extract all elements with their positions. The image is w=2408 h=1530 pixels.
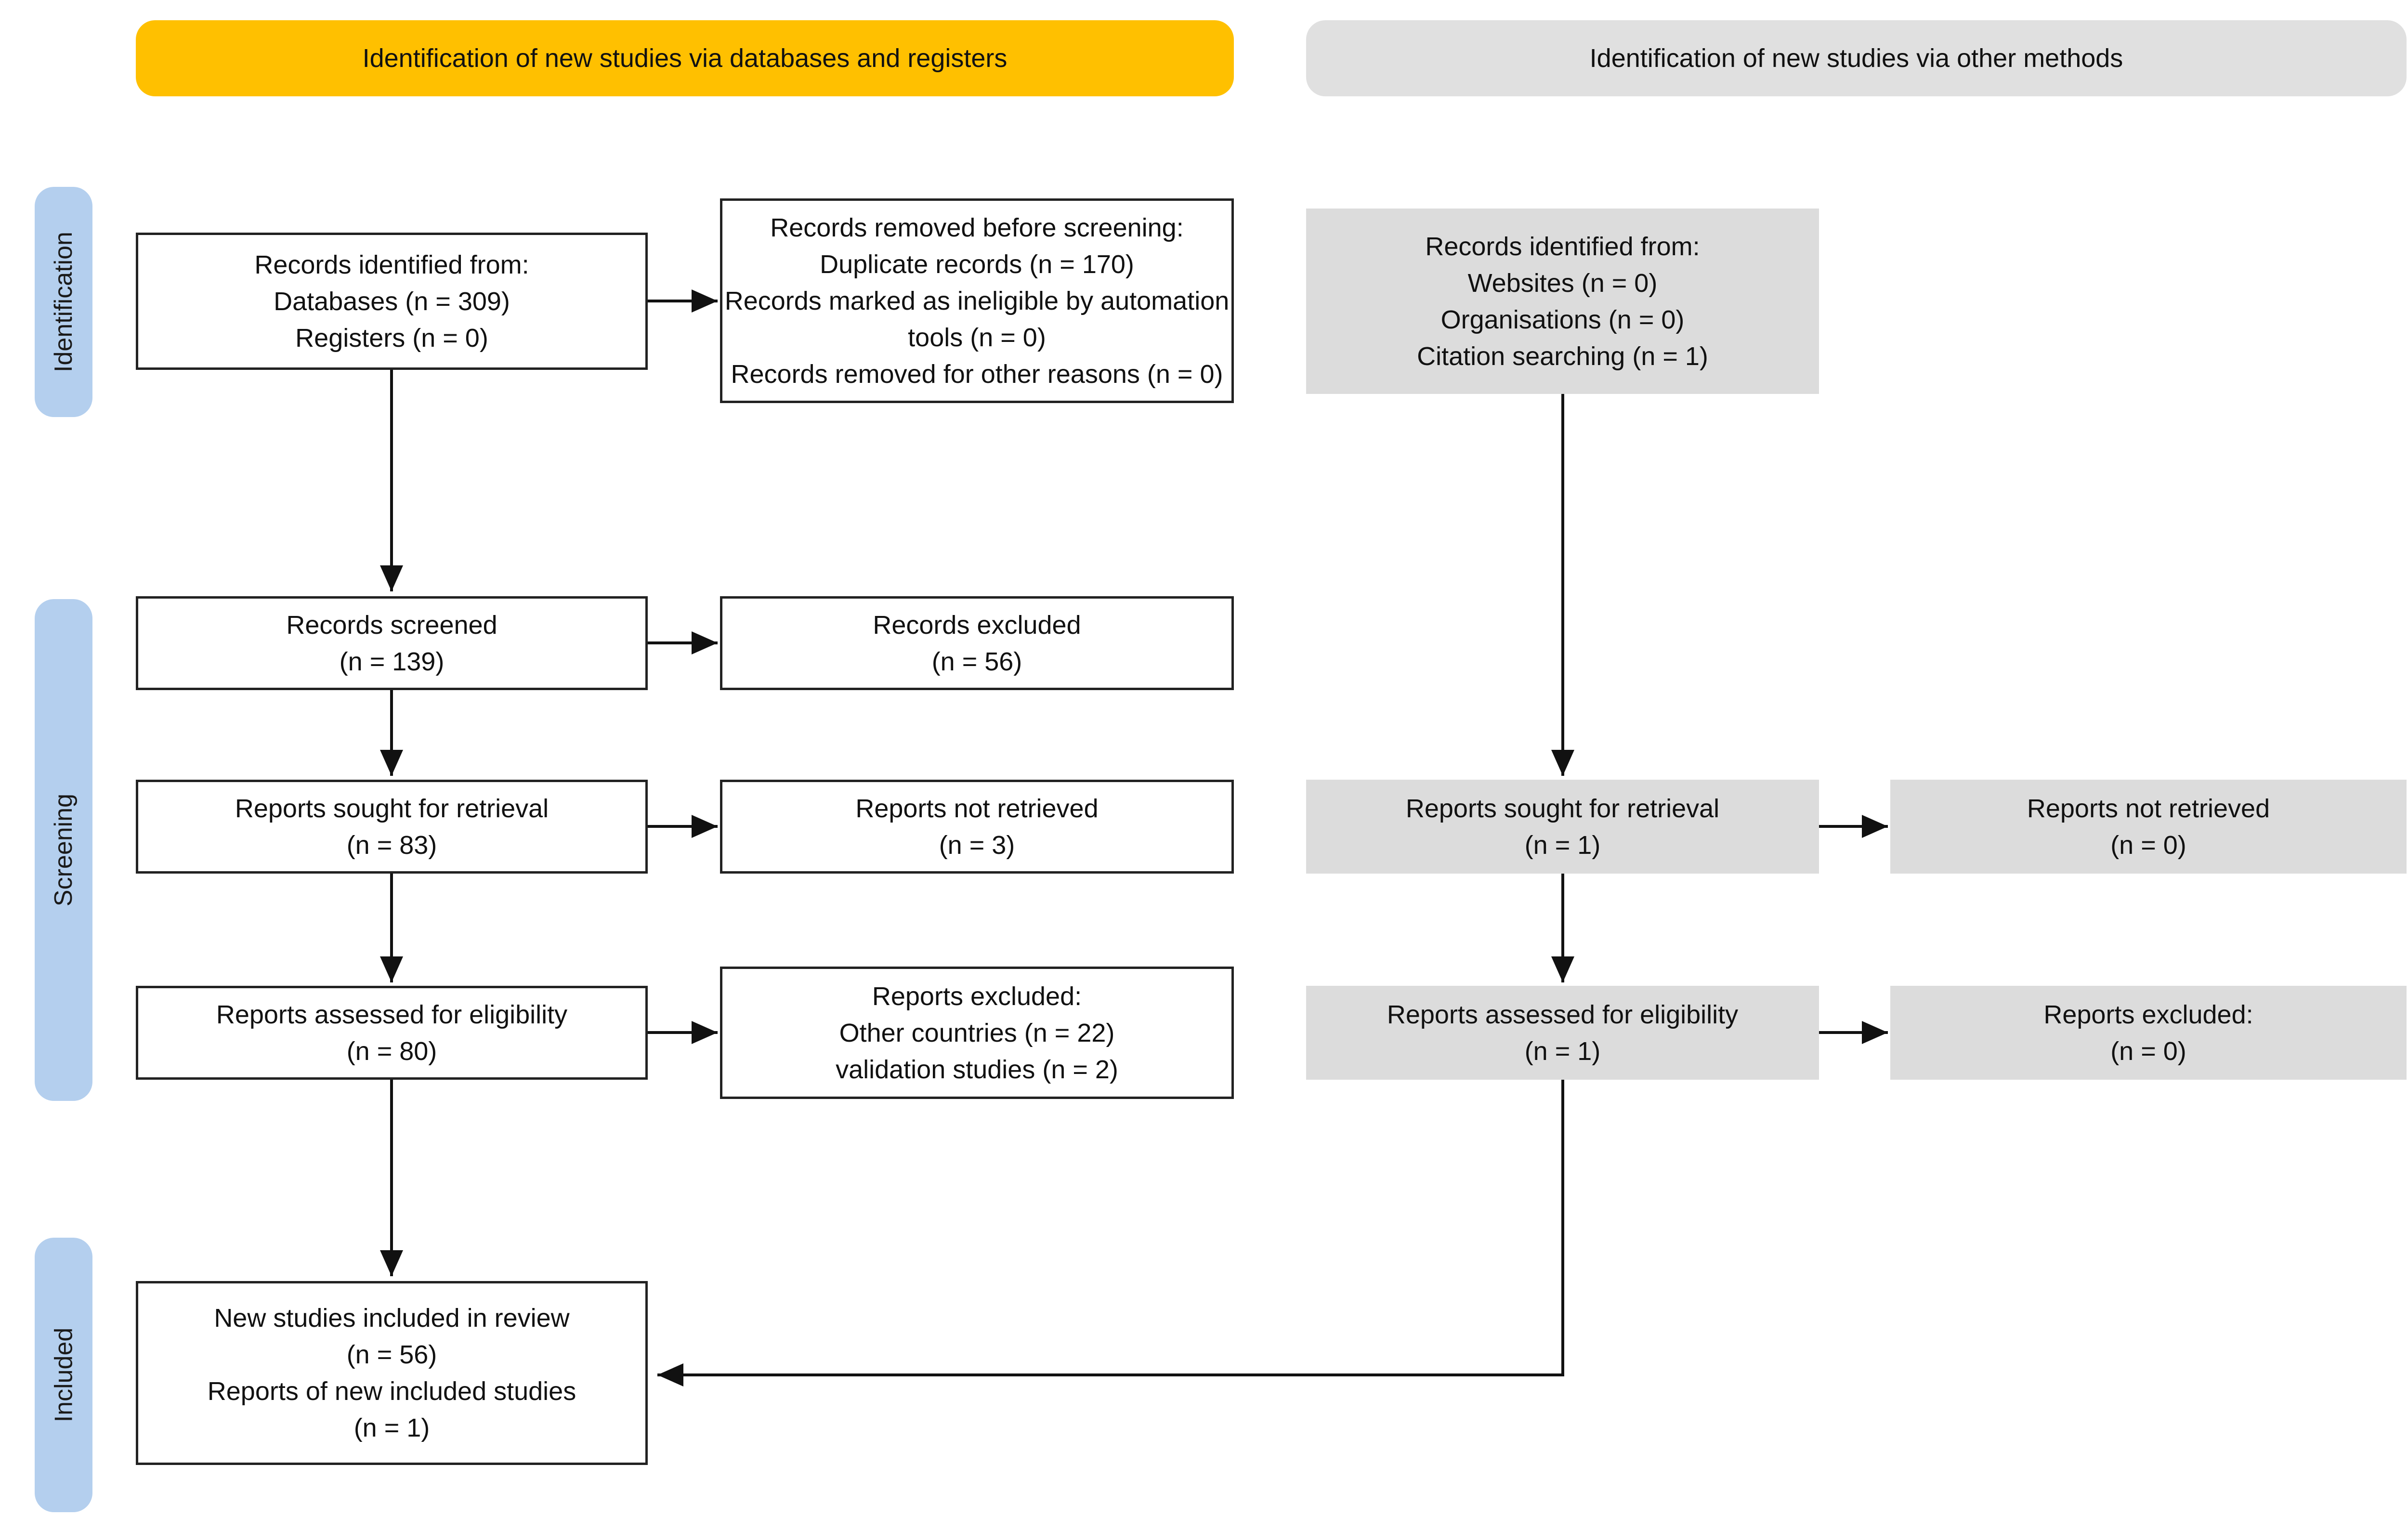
header-other-label: Identification of new studies via other … [1589, 44, 2123, 73]
other-not-retrieved-line-1: Reports not retrieved [2027, 794, 2270, 823]
db-reports-excluded-line-1: Reports excluded: [872, 981, 1082, 1011]
db-reports-sought: Reports sought for retrieval (n = 83) [136, 780, 648, 874]
db-reports-excluded-line-2: Other countries (n = 22) [839, 1018, 1115, 1047]
phase-screening: Screening [35, 599, 92, 1101]
other-excluded-line-2: (n = 0) [2110, 1036, 2186, 1066]
header-databases: Identification of new studies via databa… [136, 20, 1234, 96]
db-reports-not-retrieved: Reports not retrieved (n = 3) [720, 780, 1234, 874]
other-records-identified: Records identified from: Websites (n = 0… [1306, 209, 1819, 394]
other-reports-assessed: Reports assessed for eligibility (n = 1) [1306, 986, 1819, 1080]
other-identified-line-4: Citation searching (n = 1) [1417, 341, 1708, 371]
phase-identification: Identification [35, 187, 92, 417]
db-not-retrieved-line-2: (n = 3) [939, 830, 1015, 860]
db-removed-line-5: Records removed for other reasons (n = 0… [731, 359, 1223, 389]
db-removed-line-2: Duplicate records (n = 170) [820, 249, 1134, 279]
db-reports-assessed: Reports assessed for eligibility (n = 80… [136, 986, 648, 1080]
header-other-methods: Identification of new studies via other … [1306, 20, 2407, 96]
db-sought-line-1: Reports sought for retrieval [235, 794, 549, 823]
db-sought-line-2: (n = 83) [346, 830, 437, 860]
db-not-retrieved-line-1: Reports not retrieved [855, 794, 1099, 823]
db-reports-excluded-line-3: validation studies (n = 2) [836, 1055, 1118, 1084]
db-studies-included: New studies included in review (n = 56) … [136, 1281, 648, 1465]
other-reports-sought: Reports sought for retrieval (n = 1) [1306, 780, 1819, 874]
db-included-line-2: (n = 56) [346, 1340, 437, 1369]
db-reports-excluded: Reports excluded: Other countries (n = 2… [720, 967, 1234, 1099]
db-included-line-3: Reports of new included studies [207, 1377, 576, 1406]
db-records-excluded: Records excluded (n = 56) [720, 596, 1234, 690]
db-assessed-line-2: (n = 80) [346, 1036, 437, 1066]
other-identified-line-3: Organisations (n = 0) [1440, 305, 1685, 334]
db-excluded-line-1: Records excluded [873, 610, 1081, 640]
db-screened-line-2: (n = 139) [339, 647, 445, 676]
other-identified-line-2: Websites (n = 0) [1467, 268, 1658, 298]
header-databases-label: Identification of new studies via databa… [362, 44, 1008, 73]
db-records-screened: Records screened (n = 139) [136, 596, 648, 690]
db-removed-line-1: Records removed before screening: [770, 213, 1184, 242]
other-not-retrieved-line-2: (n = 0) [2110, 830, 2186, 860]
db-included-line-1: New studies included in review [214, 1304, 570, 1333]
db-assessed-line-1: Reports assessed for eligibility [216, 1000, 568, 1029]
db-identified-line-1: Records identified from: [254, 250, 529, 279]
db-excluded-line-2: (n = 56) [931, 647, 1022, 676]
arrow-other-to-included [657, 1080, 1564, 1386]
other-assessed-line-1: Reports assessed for eligibility [1387, 1000, 1739, 1029]
db-removed-line-3: Records marked as ineligible by automati… [724, 286, 1230, 315]
other-identified-line-1: Records identified from: [1425, 232, 1700, 261]
other-sought-line-2: (n = 1) [1524, 830, 1601, 860]
db-identified-line-2: Databases (n = 309) [274, 287, 510, 316]
db-included-line-4: (n = 1) [353, 1413, 430, 1442]
other-sought-line-1: Reports sought for retrieval [1405, 794, 1720, 823]
other-excluded-line-1: Reports excluded: [2043, 1000, 2253, 1029]
db-screened-line-1: Records screened [286, 610, 497, 640]
db-identified-line-3: Registers (n = 0) [295, 323, 488, 353]
db-records-identified: Records identified from: Databases (n = … [136, 233, 648, 370]
db-removed-line-4: tools (n = 0) [908, 323, 1046, 352]
phase-included: Included [35, 1238, 92, 1512]
other-assessed-line-2: (n = 1) [1524, 1036, 1601, 1066]
db-records-removed: Records removed before screening: Duplic… [720, 198, 1234, 403]
other-reports-not-retrieved: Reports not retrieved (n = 0) [1890, 780, 2407, 874]
other-reports-excluded: Reports excluded: (n = 0) [1890, 986, 2407, 1080]
